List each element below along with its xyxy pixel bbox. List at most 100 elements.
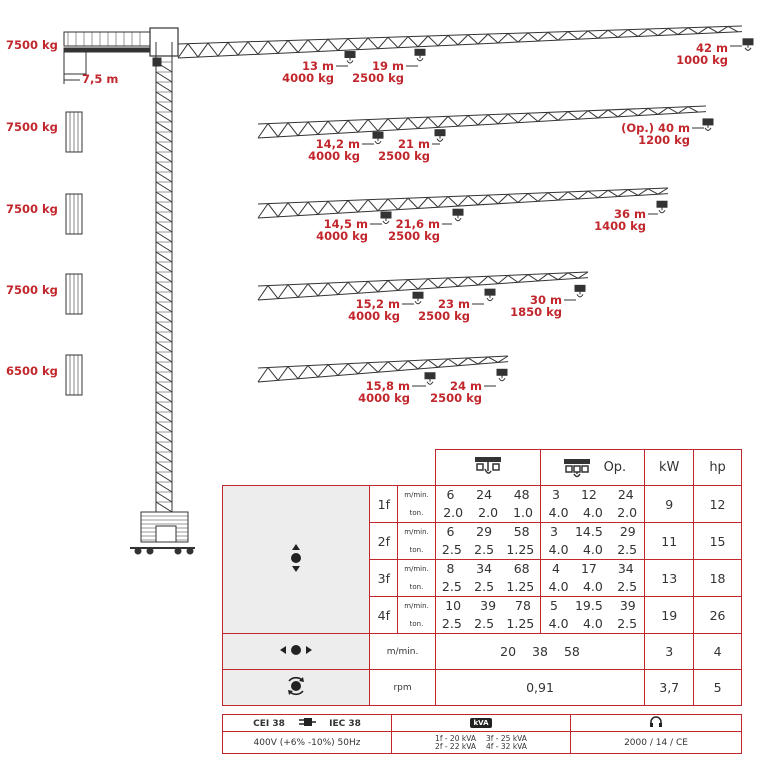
hoist-hp: 26 (693, 596, 742, 634)
trolley-arrows-icon (280, 645, 313, 655)
hoist-speed-value: 3 (551, 487, 560, 502)
slewing-kw: 3,7 (644, 669, 695, 706)
hoist-speed-value: 34 (476, 561, 493, 576)
hoist-updown-icon (291, 543, 302, 572)
hoist-kw: 19 (644, 596, 695, 634)
counter-jib (63, 31, 151, 84)
hoist-ton-value: 2.5 (441, 579, 462, 594)
trolley-speed-2: 38 (532, 644, 548, 659)
hook-block (484, 288, 496, 296)
hoist-speed-value: 78 (515, 598, 531, 613)
hoist-speed-value: 5 (550, 598, 558, 613)
hoist-ton-value: 4.0 (548, 616, 569, 631)
hoist-ton-value: 1.25 (506, 542, 535, 557)
hoist-hp: 15 (693, 522, 742, 560)
headphones-icon (650, 715, 662, 727)
electrical-table: CEI 38 IEC 38 kVA 400V (+6% -10%) 50Hz 1… (222, 714, 742, 754)
hoist-icon-cell (221, 485, 371, 634)
hoist-ton-value: 2.0 (443, 505, 464, 520)
hoist-row-label: 1f (369, 485, 399, 523)
hoist-ton-value: 2.0 (478, 505, 499, 520)
hoist-speed-value: 48 (513, 487, 530, 502)
hoist-ton-value: 2.5 (617, 616, 638, 631)
hoist-speed-value: 29 (619, 524, 636, 539)
kva-badge-icon: kVA (470, 718, 492, 728)
hoist-kw: 9 (644, 485, 695, 523)
hook-2-fall-header (434, 449, 542, 486)
tower-mast (149, 27, 179, 513)
hoist-ton-value: 4.0 (582, 616, 603, 631)
hook-block (434, 129, 446, 137)
hoist-hp: 18 (693, 559, 742, 597)
hoist-ton-value: 4.0 (548, 579, 569, 594)
hoist-speed-value: 3 (550, 524, 558, 539)
counterweight-label-5: 6500 kg (6, 364, 58, 378)
hoist-speed-value: 12 (580, 487, 597, 502)
hoist-row-label: 4f (369, 596, 399, 634)
plug-icon (298, 717, 316, 730)
voltage-value: 400V (+6% -10%) 50Hz (222, 731, 392, 754)
hoist-ton-value: 1.25 (506, 616, 535, 631)
hoist-hp: 12 (693, 485, 742, 523)
hoist-values-b: 5 19.5 39 4.0 4.0 2.5 (540, 596, 646, 634)
hoist-speed-value: 39 (619, 598, 636, 613)
hoist-speed-value: 14.5 (574, 524, 603, 539)
trolley-speeds: 20 38 58 (434, 633, 646, 670)
hook-4-fall-header: Op. (540, 449, 646, 486)
hook-block (414, 48, 426, 56)
hoist-speed-value: 29 (476, 524, 493, 539)
hook-block (574, 284, 586, 292)
counterweight-label-3: 7500 kg (6, 202, 58, 216)
slewing-hp: 5 (693, 669, 742, 706)
jib-configurations (177, 25, 754, 387)
slewing-speed: 0,91 (434, 669, 646, 706)
hook-block (742, 38, 754, 46)
hoist-ton-value: 4.0 (582, 579, 603, 594)
hoist-speed-value: 6 (446, 524, 455, 539)
kw-header: kW (644, 449, 695, 486)
hook-double-icon (563, 458, 590, 477)
hoist-ton-value: 2.5 (441, 542, 462, 557)
hook-block (496, 368, 508, 376)
slewing-icon-cell (221, 669, 371, 706)
hp-header: hp (693, 449, 742, 486)
hoist-units: m/min.ton. (397, 485, 436, 523)
hoist-ton-value: 4.0 (582, 505, 603, 520)
hoist-row-label: 3f (369, 559, 399, 597)
hoist-speed-value: 8 (446, 561, 455, 576)
hoist-speed-value: 39 (480, 598, 497, 613)
noise-value: 2000 / 14 / CE (570, 731, 742, 754)
hoist-ton-value: 4.0 (582, 542, 603, 557)
counterweight-label-1: 7500 kg (6, 38, 58, 52)
hoist-speed-value: 19.5 (574, 598, 603, 613)
hoist-ton-value: 2.5 (474, 579, 495, 594)
hook-block (344, 51, 356, 59)
trolley-icon-cell (221, 633, 371, 670)
hoist-speed-value: 17 (580, 561, 597, 576)
cei-header: CEI 38 IEC 38 (222, 714, 392, 732)
trolley-kw: 3 (644, 633, 695, 670)
hook-block (656, 200, 668, 208)
hoist-kw: 13 (644, 559, 695, 597)
hoist-speed-value: 24 (617, 487, 634, 502)
hoist-kw: 11 (644, 522, 695, 560)
hoist-speed-value: 68 (513, 561, 530, 576)
